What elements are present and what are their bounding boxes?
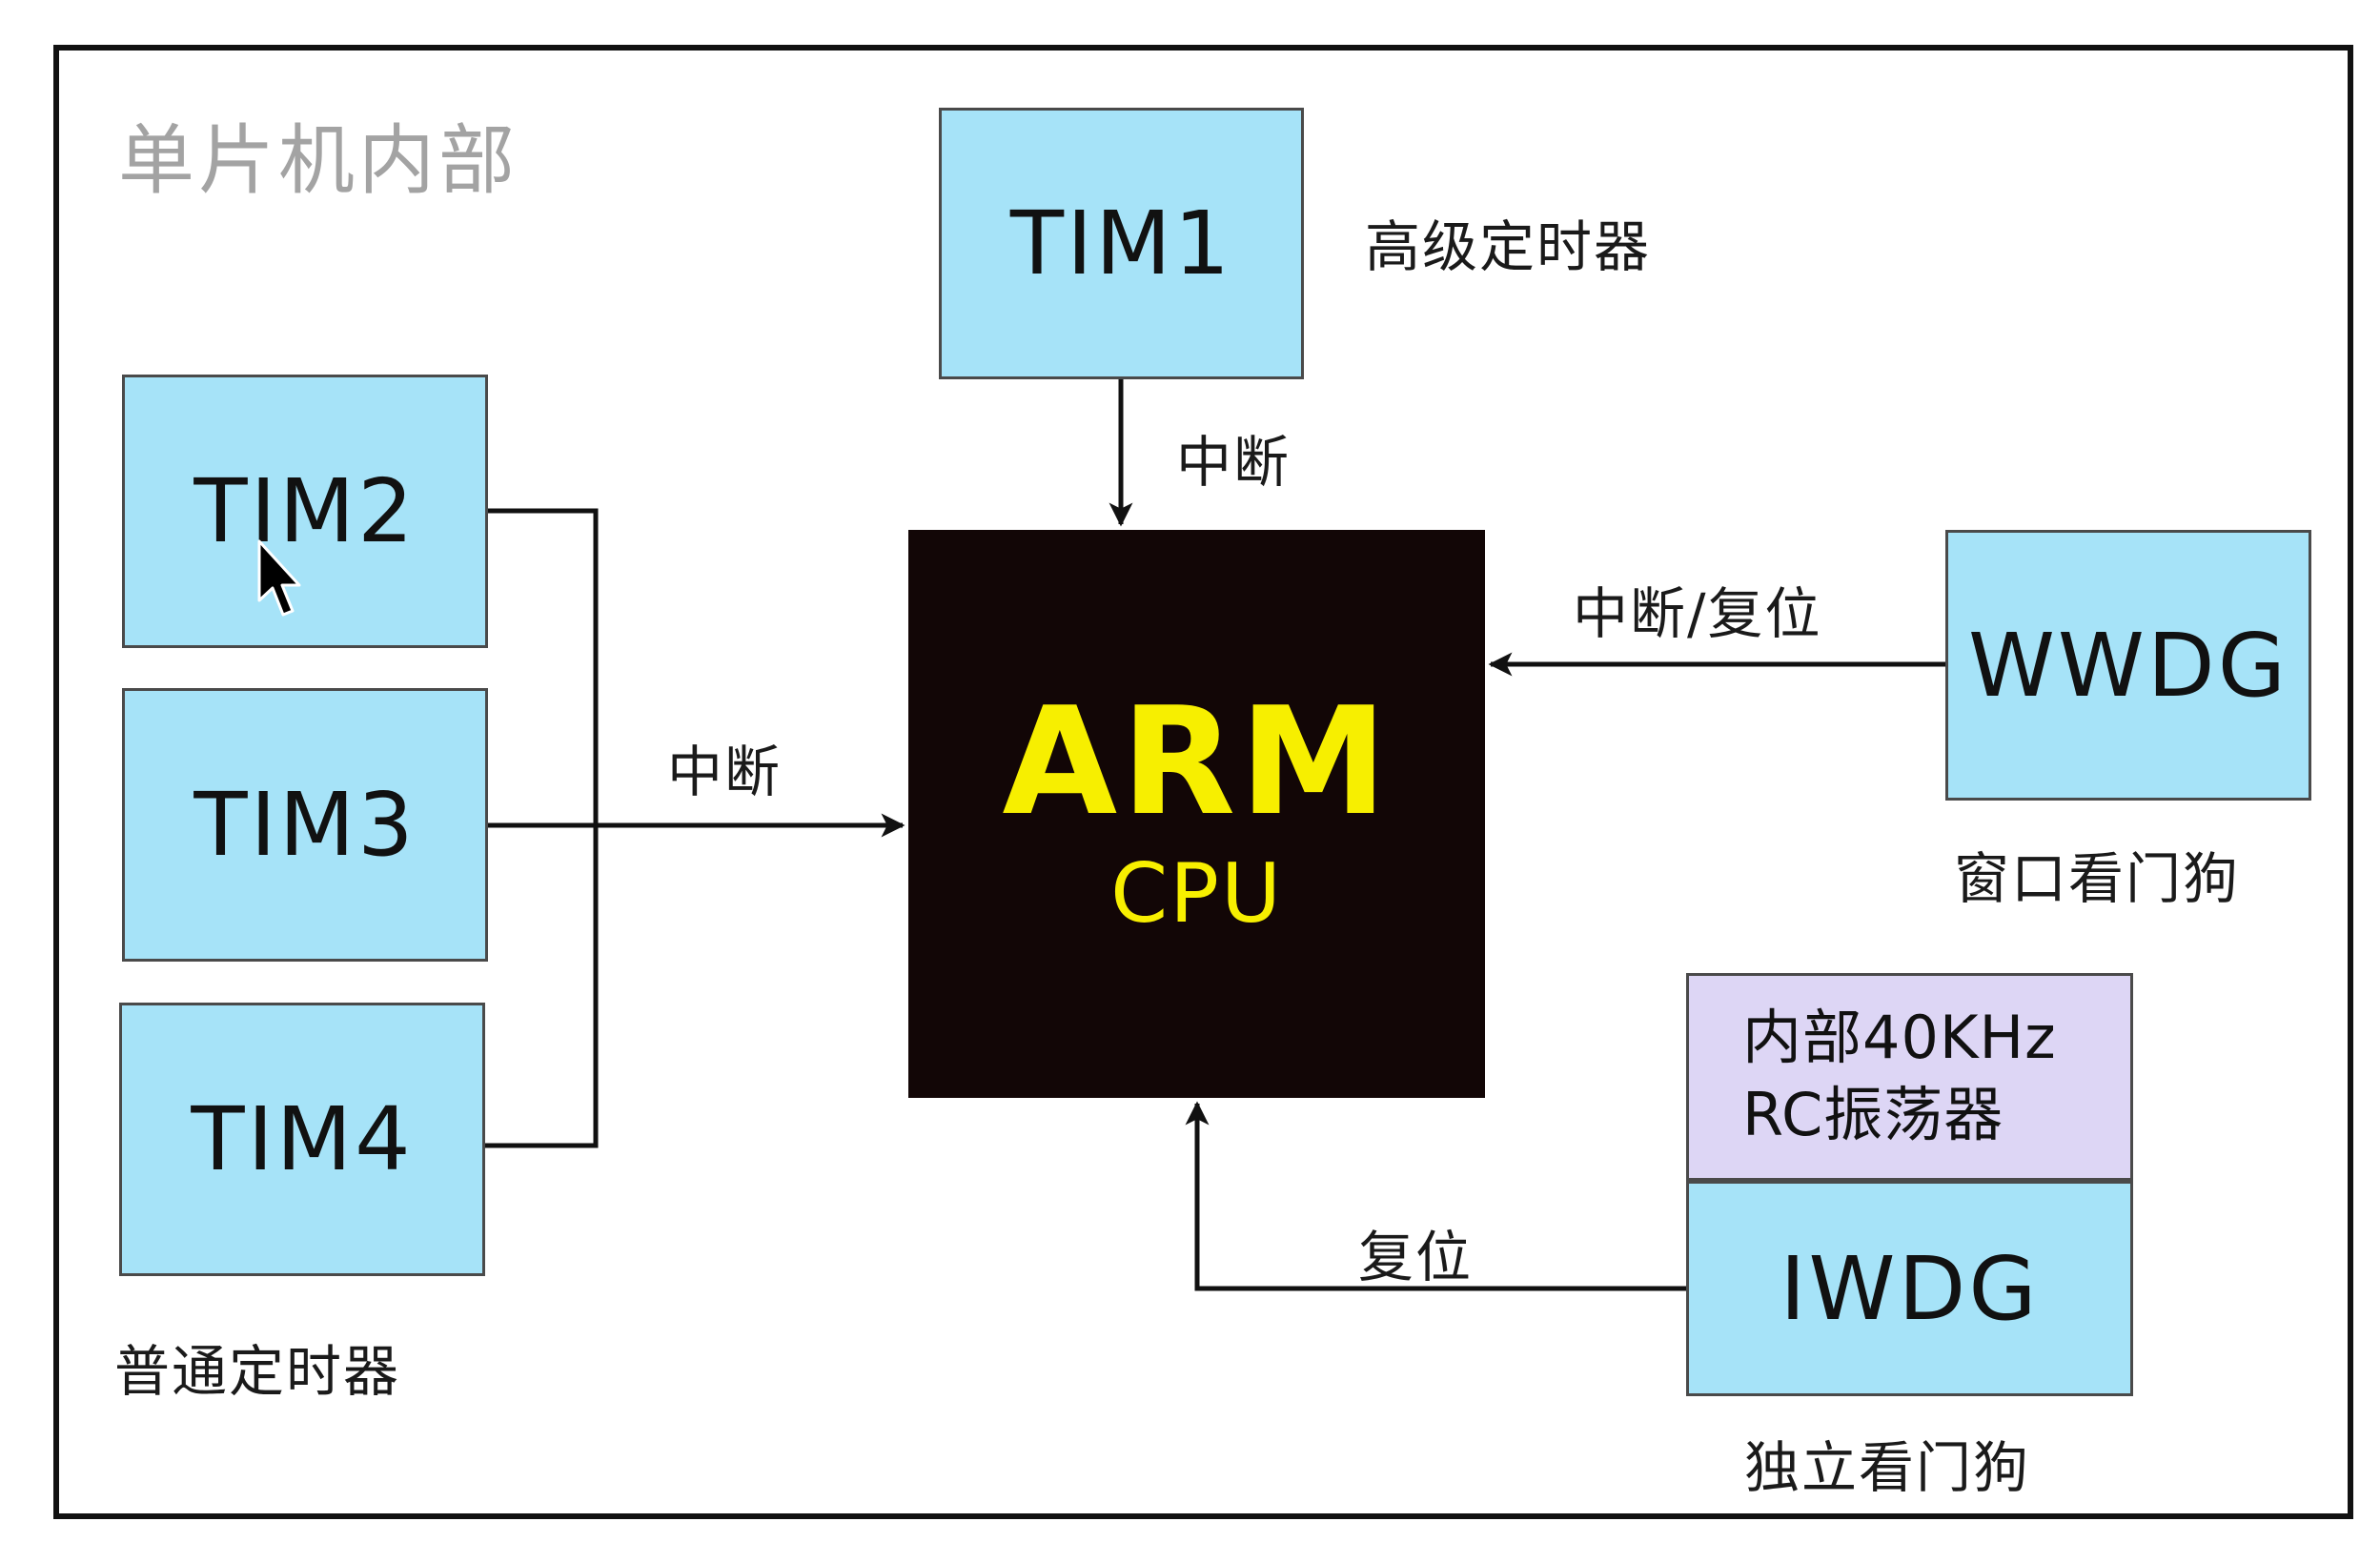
general-timers-edge-label: 中断 — [667, 740, 783, 804]
tim1-label: TIM1 — [1009, 193, 1233, 294]
edge-tim4-bus — [485, 825, 599, 1148]
tim2-label: TIM2 — [193, 460, 417, 562]
wwdg-label: WWDG — [1967, 614, 2289, 717]
cpu-name: ARM — [1002, 674, 1392, 848]
mouse-pointer-icon — [257, 539, 301, 617]
tim3-label: TIM3 — [193, 774, 417, 876]
wwdg-box: WWDG — [1945, 530, 2311, 801]
wwdg-edge-label: 中断/复位 — [1573, 581, 1822, 646]
iwdg-edge-label: 复位 — [1358, 1225, 1474, 1289]
independent-watchdog-caption: 独立看门狗 — [1744, 1435, 2031, 1500]
tim1-edge-label: 中断 — [1176, 430, 1292, 495]
advanced-timer-caption: 高级定时器 — [1365, 214, 1652, 279]
edge-iwdg-to-cpu — [1185, 1101, 1686, 1291]
iwdg-label: IWDG — [1780, 1237, 2040, 1340]
tim2-box: TIM2 — [122, 375, 488, 648]
arm-cpu-block: ARM CPU — [908, 530, 1485, 1098]
diagram-title: 单片机内部 — [118, 116, 519, 205]
oscillator-line-1: 内部40KHz — [1742, 1003, 2057, 1073]
general-timer-caption: 普通定时器 — [114, 1339, 401, 1404]
oscillator-line-2: RC振荡器 — [1742, 1080, 2004, 1149]
rc-oscillator-box: 内部40KHz RC振荡器 — [1686, 973, 2133, 1181]
iwdg-box: IWDG — [1686, 1181, 2133, 1396]
tim1-box: TIM1 — [939, 108, 1304, 379]
tim4-box: TIM4 — [119, 1003, 485, 1276]
edge-tim2-bus — [488, 508, 599, 825]
window-watchdog-caption: 窗口看门狗 — [1954, 846, 2241, 911]
tim3-box: TIM3 — [122, 688, 488, 962]
tim4-label: TIM4 — [191, 1088, 414, 1190]
cpu-subtitle: CPU — [1110, 846, 1283, 943]
